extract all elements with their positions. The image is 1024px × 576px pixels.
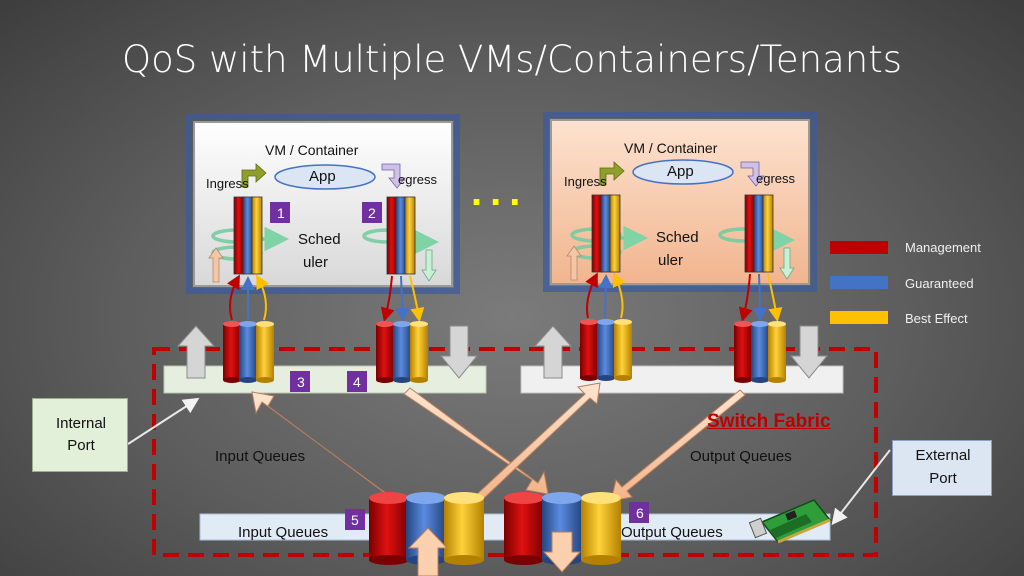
vm1-egress-label: egress xyxy=(398,172,438,187)
marker-badge-6 xyxy=(629,502,649,523)
marker-1-label: 1 xyxy=(277,205,285,221)
external-egress-down-arrow-icon xyxy=(542,531,582,573)
egress-bend-arrow-icon-1 xyxy=(381,163,406,189)
right-internal-port-bar xyxy=(520,365,844,394)
ingress-bend-arrow-icon-2 xyxy=(599,161,625,186)
external-port-label-line2: Port xyxy=(929,470,957,487)
port1-up-arrow-icon xyxy=(176,325,216,379)
external-ingress-up-arrow-icon xyxy=(407,527,449,576)
vm1-ingress-queues xyxy=(233,196,263,275)
vm2-scheduler-line1: Sched xyxy=(656,229,699,246)
vm1-ingress-label: Ingress xyxy=(206,176,249,191)
external-port-callout-line xyxy=(831,449,891,526)
marker-3-label: 3 xyxy=(297,374,305,390)
external-port-label-line1: External xyxy=(915,447,971,464)
marker-badge-3 xyxy=(290,371,310,392)
marker-badge-2 xyxy=(362,202,382,223)
small-up-arrow-icon-1 xyxy=(208,247,224,283)
internal-port-label-line2: Port xyxy=(67,437,95,454)
marker-badge-4 xyxy=(347,371,367,392)
port2-ingress-cylinders xyxy=(580,319,632,381)
vm-box-2-glow xyxy=(543,112,817,292)
egress-bend-arrow-icon-2 xyxy=(740,161,765,187)
legend-label-guaranteed: Guaranteed xyxy=(905,276,974,291)
vm1-label: VM / Container xyxy=(265,142,359,158)
port2-egress-cylinders xyxy=(734,321,786,383)
internal-port-label-line1: Internal xyxy=(55,415,107,432)
switch-fabric-label: Switch Fabric xyxy=(707,411,831,432)
port1-down-arrow-icon xyxy=(439,325,479,379)
marker-badge-1 xyxy=(270,202,290,223)
marker-2-label: 2 xyxy=(368,205,376,221)
port1-egress-cylinders xyxy=(376,321,428,383)
internal-port-box: Internal Port xyxy=(32,398,128,472)
bottom-output-queues-label: Output Queues xyxy=(621,524,723,541)
fabric-crossing-arrows xyxy=(251,382,746,502)
vm1-app-label: App xyxy=(309,168,336,185)
slide-title: QoS with Multiple VMs/Containers/Tenants xyxy=(122,38,902,81)
bottom-input-queues-label: Input Queues xyxy=(238,524,329,541)
nic-card-icon xyxy=(748,499,832,544)
fabric-input-queues-label: Input Queues xyxy=(215,448,306,465)
app-ellipse-2 xyxy=(632,159,734,185)
external-input-cylinders xyxy=(369,492,484,565)
internal-port-callout-line xyxy=(127,397,200,445)
vm2-egress-queues xyxy=(744,194,774,273)
vm2-egress-label: egress xyxy=(756,171,796,186)
vm1-scheduler-line2: uler xyxy=(303,254,329,271)
ingress-bend-arrow-icon-1 xyxy=(241,163,267,188)
vm-box-1-glow xyxy=(186,114,460,294)
marker-5-label: 5 xyxy=(351,512,359,528)
port2-up-arrow-icon xyxy=(533,325,573,379)
marker-6-label: 6 xyxy=(636,505,644,521)
small-down-arrow-icon-1 xyxy=(421,249,437,282)
external-port-box: External Port xyxy=(892,440,992,496)
fabric-output-queues-label: Output Queues xyxy=(690,448,792,465)
small-up-arrow-icon-2 xyxy=(566,245,582,281)
vm1-scheduler-line1: Sched xyxy=(298,231,341,248)
legend-swatch-management xyxy=(830,241,888,254)
vm2-ingress-queues xyxy=(591,194,621,273)
vm2-app-label: App xyxy=(667,163,694,180)
port1-ingress-cylinders xyxy=(223,321,274,383)
port2-down-arrow-icon xyxy=(789,325,829,379)
legend-label-management: Management xyxy=(905,240,981,255)
legend-swatch-guaranteed xyxy=(830,276,888,289)
vm1-egress-queues xyxy=(386,196,416,275)
legend-swatch-best-effect xyxy=(830,311,888,324)
legend-label-best-effect: Best Effect xyxy=(905,311,968,326)
vm2-scheduler-line2: uler xyxy=(658,252,684,269)
ellipsis: ... xyxy=(471,170,529,214)
vm2-ingress-label: Ingress xyxy=(564,174,607,189)
marker-4-label: 4 xyxy=(353,374,361,390)
left-internal-port-bar xyxy=(163,365,487,394)
marker-badge-5 xyxy=(345,509,365,530)
small-down-arrow-icon-2 xyxy=(779,247,795,280)
external-output-cylinders xyxy=(504,492,621,565)
vm-port-connectors xyxy=(227,272,783,322)
app-ellipse-1 xyxy=(274,164,376,190)
vm2-label: VM / Container xyxy=(624,140,718,156)
